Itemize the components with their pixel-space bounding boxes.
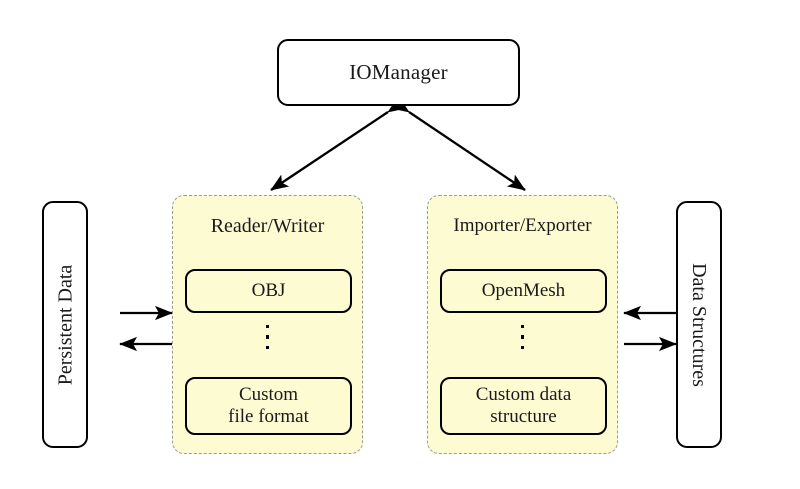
ellipsis-dot xyxy=(265,325,270,329)
group-reader-writer-title: Reader/Writer xyxy=(210,215,325,237)
node-iomanager[interactable]: IOManager xyxy=(277,39,520,106)
node-data-structures[interactable]: Data Structures xyxy=(676,201,722,448)
group-importer-exporter-title: Importer/Exporter xyxy=(453,215,592,236)
ellipsis-dot xyxy=(265,345,270,350)
ellipsis-dot xyxy=(520,325,525,329)
persistent-data-label: Persistent Data xyxy=(54,264,76,385)
item-custom-file-format-label: Custom file format xyxy=(228,384,309,428)
arrow-manager-reader xyxy=(270,96,407,191)
data-structures-label: Data Structures xyxy=(688,262,711,387)
item-custom-data-structure-label: Custom data structure xyxy=(476,384,572,428)
item-obj-label: OBJ xyxy=(251,280,286,302)
group-reader-writer[interactable]: Reader/Writer OBJ Custom file format xyxy=(172,195,363,454)
item-custom-data-structure[interactable]: Custom data structure xyxy=(440,377,607,435)
arrow-manager-importer xyxy=(390,96,526,191)
item-line-1: Custom data xyxy=(475,384,572,406)
item-obj[interactable]: OBJ xyxy=(185,269,352,313)
ellipsis-dot xyxy=(520,345,525,350)
item-line-2: file format xyxy=(228,406,309,427)
item-line-2: structure xyxy=(490,406,557,427)
item-custom-file-format[interactable]: Custom file format xyxy=(185,377,352,435)
ellipsis-dot xyxy=(265,335,270,339)
ellipsis-reader-writer xyxy=(173,325,362,350)
node-persistent-data[interactable]: Persistent Data xyxy=(42,201,88,448)
ellipsis-dot xyxy=(520,335,525,339)
iomanager-label: IOManager xyxy=(349,60,448,84)
item-line-1: Custom xyxy=(238,384,299,406)
item-openmesh-label: OpenMesh xyxy=(481,280,566,302)
item-openmesh[interactable]: OpenMesh xyxy=(440,269,607,313)
group-importer-exporter[interactable]: Importer/Exporter OpenMesh Custom data s… xyxy=(427,195,618,454)
ellipsis-importer-exporter xyxy=(428,325,617,350)
